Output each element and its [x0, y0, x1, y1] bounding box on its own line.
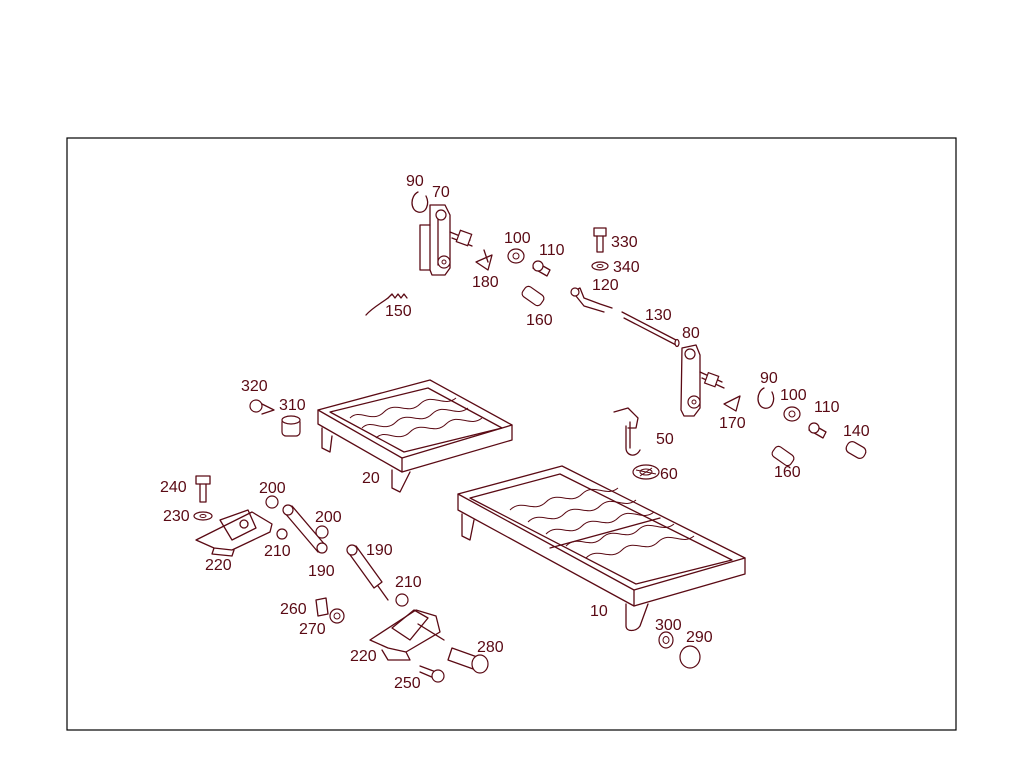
part-label-140: 140 [843, 423, 870, 440]
part-label-90-right: 90 [760, 370, 778, 387]
part-label-200-a: 200 [259, 480, 286, 497]
part-label-180: 180 [472, 274, 499, 291]
hook-50-part [613, 407, 641, 456]
part-label-100-left: 100 [504, 230, 531, 247]
bolt-250-part [419, 665, 445, 683]
washer-230-part [193, 511, 213, 521]
bushing-310-part [281, 415, 301, 437]
part-label-330: 330 [611, 234, 638, 251]
part-label-110-right: 110 [814, 399, 840, 416]
part-label-210-right: 210 [395, 574, 422, 591]
part-label-160-left: 160 [526, 312, 553, 329]
part-label-220-upper: 220 [205, 557, 232, 574]
cap-60-part [632, 464, 660, 480]
washer-340-part [591, 261, 609, 271]
washer-300-part [658, 631, 674, 649]
part-label-170: 170 [719, 415, 746, 432]
bolt-240-part [195, 475, 211, 503]
part-label-230: 230 [163, 508, 190, 525]
cap-290-part [679, 645, 701, 669]
clip-260-part [315, 597, 329, 617]
part-label-310: 310 [279, 397, 306, 414]
clip-170-part [723, 395, 741, 412]
cap-140-part [845, 441, 867, 459]
hinge-220-lower-part [369, 609, 445, 661]
part-label-100-right: 100 [780, 387, 807, 404]
bushing-100-left-part [507, 248, 525, 264]
part-label-120: 120 [592, 277, 619, 294]
part-label-340: 340 [613, 259, 640, 276]
part-label-80: 80 [682, 325, 700, 342]
part-label-220-lower: 220 [350, 648, 377, 665]
part-label-240: 240 [160, 479, 187, 496]
part-label-160-right: 160 [774, 464, 801, 481]
spring-150-part [365, 293, 408, 316]
part-label-50: 50 [656, 431, 674, 448]
part-label-270: 270 [299, 621, 326, 638]
lever-120-part [570, 287, 613, 313]
bolt-330-part [593, 227, 607, 253]
part-label-10: 10 [590, 603, 608, 620]
part-labels: 90 70 100 110 330 340 180 120 150 160 13… [160, 173, 870, 692]
circlip-90-left-part [411, 191, 429, 213]
part-label-320: 320 [241, 378, 268, 395]
part-label-150: 150 [385, 303, 412, 320]
nut-210-right-part [395, 593, 409, 607]
bolt-110-right-part [808, 422, 827, 439]
washer-200-b-part [315, 525, 329, 539]
part-label-190-right: 190 [366, 542, 393, 559]
part-label-70: 70 [432, 184, 450, 201]
sleeve-160-left-part [521, 285, 545, 307]
part-label-250: 250 [394, 675, 421, 692]
diagram-frame [66, 137, 957, 731]
part-label-60: 60 [660, 466, 678, 483]
gas-spring-190-part [346, 544, 389, 601]
hinge-220-upper-part [195, 509, 273, 557]
part-label-300: 300 [655, 617, 682, 634]
part-label-200-b: 200 [315, 509, 342, 526]
pivot-bracket-left-part [419, 204, 473, 276]
seat-frame-10-part [457, 465, 746, 632]
pivot-bracket-right-part [680, 344, 725, 417]
part-label-290: 290 [686, 629, 713, 646]
seat-frame-20-part [317, 379, 513, 493]
washer-270-part [329, 608, 345, 624]
part-label-280: 280 [477, 639, 504, 656]
rod-130-part [621, 311, 680, 348]
clip-180-part [475, 249, 493, 271]
plug-320-part [249, 399, 275, 415]
bolt-210-left-part [276, 528, 288, 540]
part-label-20: 20 [362, 470, 380, 487]
circlip-90-right-part [757, 387, 775, 409]
part-label-210-left: 210 [264, 543, 291, 560]
part-label-260: 260 [280, 601, 307, 618]
pin-280-part [447, 647, 489, 674]
part-label-90-left: 90 [406, 173, 424, 190]
sleeve-160-right-part [771, 445, 795, 467]
part-label-190-left: 190 [308, 563, 335, 580]
washer-200-a-part [265, 495, 279, 509]
part-label-130: 130 [645, 307, 672, 324]
part-label-110-left: 110 [539, 242, 565, 259]
bushing-100-right-part [783, 406, 801, 422]
bolt-110-left-part [532, 260, 551, 277]
strut-210-part [282, 504, 328, 554]
